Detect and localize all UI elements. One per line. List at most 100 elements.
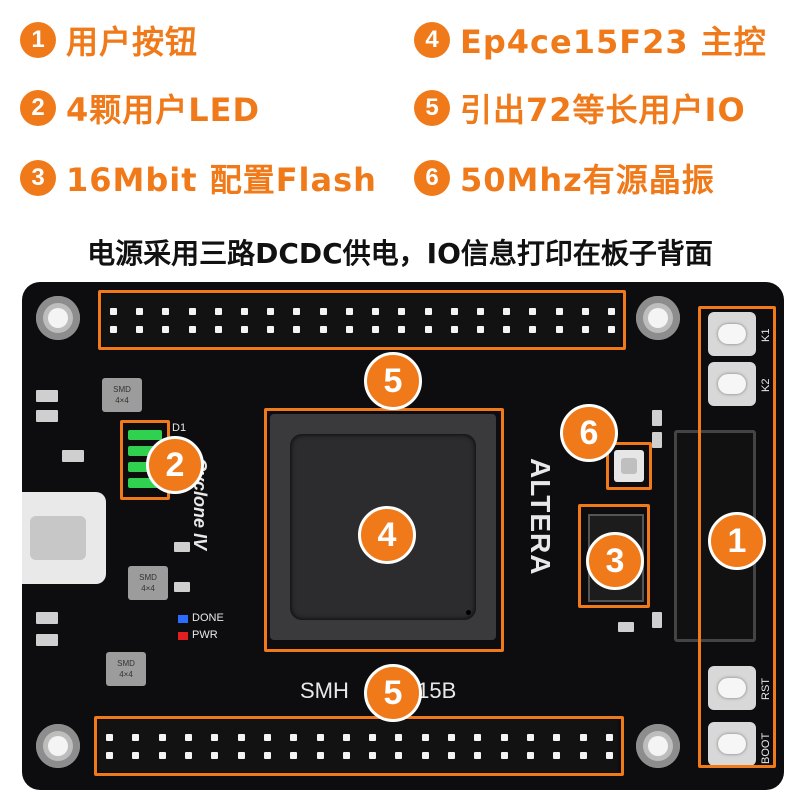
feature-text: 用户按钮 — [66, 23, 199, 61]
highlight-crystal — [606, 442, 652, 490]
badge-5-top: 5 — [364, 352, 422, 410]
header-pin — [581, 326, 589, 333]
header-pin — [342, 752, 350, 759]
user-button-k2[interactable] — [708, 362, 756, 406]
header-pin — [395, 752, 403, 759]
header-pin — [110, 308, 117, 315]
pin1-dot — [466, 610, 471, 615]
board-model-prefix: SMH — [300, 678, 349, 703]
header-pin — [529, 326, 537, 333]
subtitle: 电源采用三路DCDC供电，IO信息打印在板子背面 — [87, 237, 713, 270]
header-pin — [527, 734, 535, 741]
reset-button[interactable] — [708, 666, 756, 710]
header-pin — [395, 734, 403, 741]
feature-3: 3 16Mbit 配置Flash — [20, 156, 377, 200]
header-pin — [106, 752, 113, 759]
passive-pad — [174, 582, 190, 592]
header-pin — [398, 308, 406, 315]
header-pin — [555, 326, 563, 333]
fpga-board: D1 SMD 4×4 SMD 4×4 SMD 4×4 Cyclone IV DO… — [22, 282, 784, 790]
header-pin — [424, 326, 432, 333]
header-pin — [184, 752, 192, 759]
feature-number: 4 — [414, 22, 450, 58]
header-pin — [503, 308, 511, 315]
feature-4: 4 Ep4ce15F23 主控 — [414, 18, 767, 62]
badge-3: 3 — [586, 532, 644, 590]
feature-number: 5 — [414, 90, 450, 126]
header-pin — [553, 752, 561, 759]
badge-5-bottom: 5 — [364, 664, 422, 722]
header-pin — [581, 308, 589, 315]
header-pin — [267, 326, 275, 333]
header-pin — [555, 308, 563, 315]
feature-text: Ep4ce15F23 主控 — [460, 23, 767, 61]
feature-1: 1 用户按钮 — [20, 18, 198, 62]
smd-inductor: SMD 4×4 — [102, 378, 142, 412]
header-pin — [211, 752, 219, 759]
smd-label: SMD — [139, 573, 157, 582]
passive-pad — [36, 390, 58, 402]
feature-number: 1 — [20, 22, 56, 58]
header-pin — [369, 734, 377, 741]
passive-pad — [36, 634, 58, 646]
led-1 — [128, 430, 162, 440]
header-pin — [316, 752, 324, 759]
header-pin — [372, 308, 380, 315]
header-pin — [267, 308, 275, 315]
feature-number: 2 — [20, 90, 56, 126]
header-pin — [372, 326, 380, 333]
header-pin — [421, 752, 429, 759]
header-pin — [188, 308, 196, 315]
highlight-bottom-header — [94, 716, 624, 776]
smd-size: 4×4 — [115, 396, 129, 405]
user-button-k1[interactable] — [708, 312, 756, 356]
header-pin — [158, 752, 166, 759]
boot-button[interactable] — [708, 722, 756, 766]
feature-5: 5 引出72等长用户IO — [414, 86, 746, 130]
header-pin — [316, 734, 324, 741]
smd-size: 4×4 — [141, 584, 155, 593]
header-pin — [421, 734, 429, 741]
header-pin — [319, 308, 327, 315]
bottom-pin-header — [98, 720, 618, 772]
feature-text: 4颗用户LED — [66, 91, 261, 129]
header-pin — [162, 326, 170, 333]
passive-pad — [36, 410, 58, 422]
smd-label: SMD — [117, 659, 135, 668]
highlight-buttons — [698, 306, 776, 768]
header-pin — [290, 734, 298, 741]
header-pin — [293, 326, 301, 333]
passive-pad — [174, 542, 190, 552]
header-pin — [184, 734, 192, 741]
highlight-flash — [578, 504, 650, 608]
header-pin — [293, 308, 301, 315]
passive-pad — [618, 622, 634, 632]
header-pin — [237, 752, 245, 759]
header-pin — [500, 734, 508, 741]
feature-6: 6 50Mhz有源晶振 — [414, 156, 715, 200]
header-pin — [214, 308, 222, 315]
header-pin — [369, 752, 377, 759]
header-pin — [608, 308, 615, 315]
header-pin — [476, 326, 484, 333]
header-pin — [214, 326, 222, 333]
smd-size: 4×4 — [119, 670, 133, 679]
passive-pad — [652, 612, 662, 628]
mounting-hole — [36, 296, 80, 340]
passive-pad — [36, 612, 58, 624]
led-3 — [128, 462, 162, 472]
header-pin — [241, 326, 249, 333]
smd-label: SMD — [113, 385, 131, 394]
feature-text: 50Mhz有源晶振 — [460, 161, 715, 199]
header-pin — [188, 326, 196, 333]
d1-label: D1 — [172, 422, 187, 434]
header-pin — [450, 326, 458, 333]
highlight-fpga — [264, 408, 504, 652]
mounting-hole — [636, 724, 680, 768]
feature-text: 16Mbit 配置Flash — [66, 161, 377, 199]
done-led — [178, 615, 188, 623]
header-pin — [136, 326, 144, 333]
header-pin — [162, 308, 170, 315]
header-pin — [345, 326, 353, 333]
header-pin — [529, 308, 537, 315]
